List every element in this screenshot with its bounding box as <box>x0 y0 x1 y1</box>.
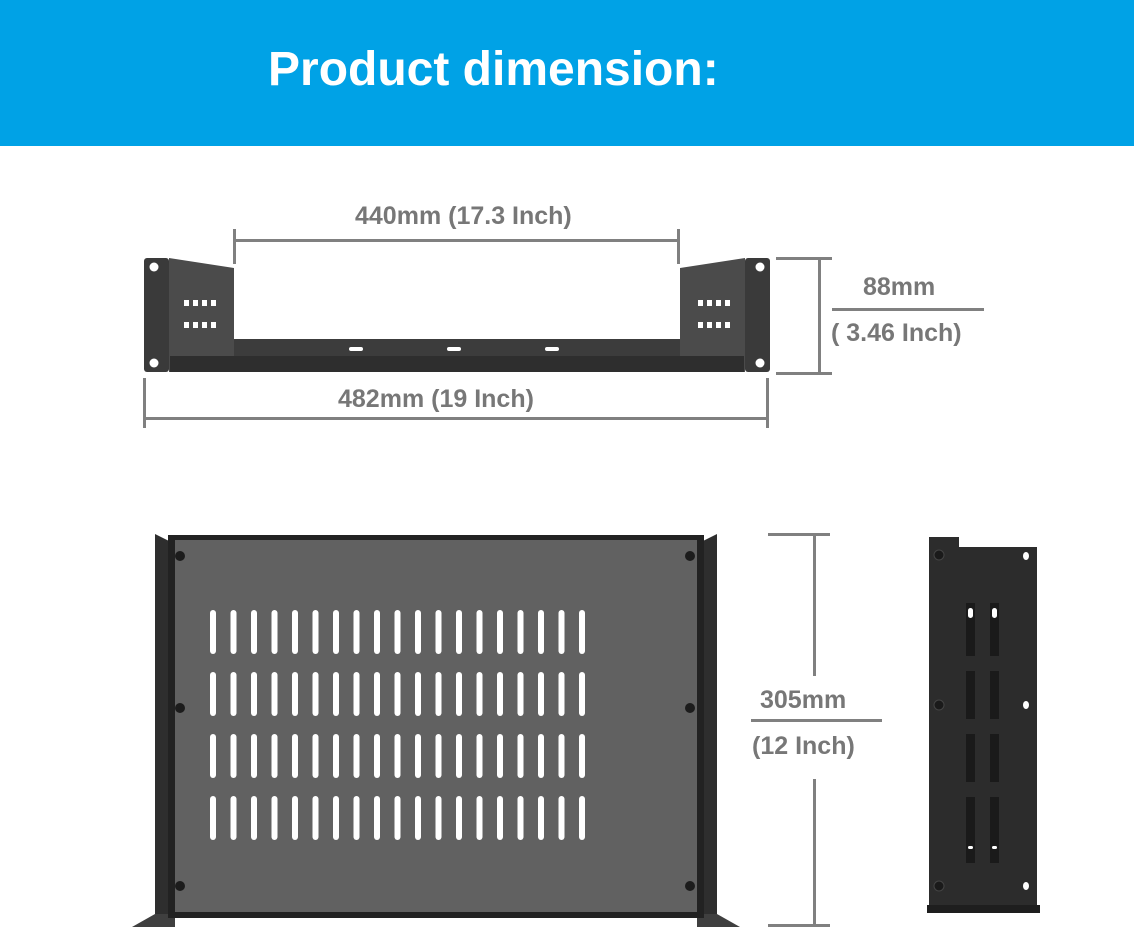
header-banner: Product dimension: <box>0 0 1134 146</box>
overall-width-tick-left <box>143 378 146 428</box>
shelf-side-drawing <box>927 537 1040 913</box>
depth-tick-bottom <box>768 924 830 927</box>
inner-width-tick-left <box>233 229 236 264</box>
depth-line-upper <box>813 533 816 676</box>
height-line <box>818 257 821 374</box>
height-inch-label: ( 3.46 Inch) <box>831 319 962 347</box>
height-fraction-bar <box>832 308 984 311</box>
inner-width-label: 440mm (17.3 Inch) <box>355 202 572 230</box>
depth-mm-label: 305mm <box>760 686 847 714</box>
height-tick-bottom <box>776 372 832 375</box>
shelf-front-drawing <box>144 258 770 372</box>
page-title: Product dimension: <box>268 43 719 96</box>
inner-width-tick-right <box>677 229 680 264</box>
depth-tick-top <box>768 533 830 536</box>
overall-width-tick-right <box>766 378 769 428</box>
overall-width-label: 482mm (19 Inch) <box>338 385 534 413</box>
inner-width-line <box>233 239 680 242</box>
shelf-top-drawing <box>132 534 740 927</box>
depth-fraction-bar <box>751 719 882 722</box>
height-mm-label: 88mm <box>863 273 936 301</box>
depth-inch-label: (12 Inch) <box>752 732 855 760</box>
depth-line-lower <box>813 779 816 926</box>
overall-width-line <box>143 417 769 420</box>
height-tick-top <box>776 257 832 260</box>
